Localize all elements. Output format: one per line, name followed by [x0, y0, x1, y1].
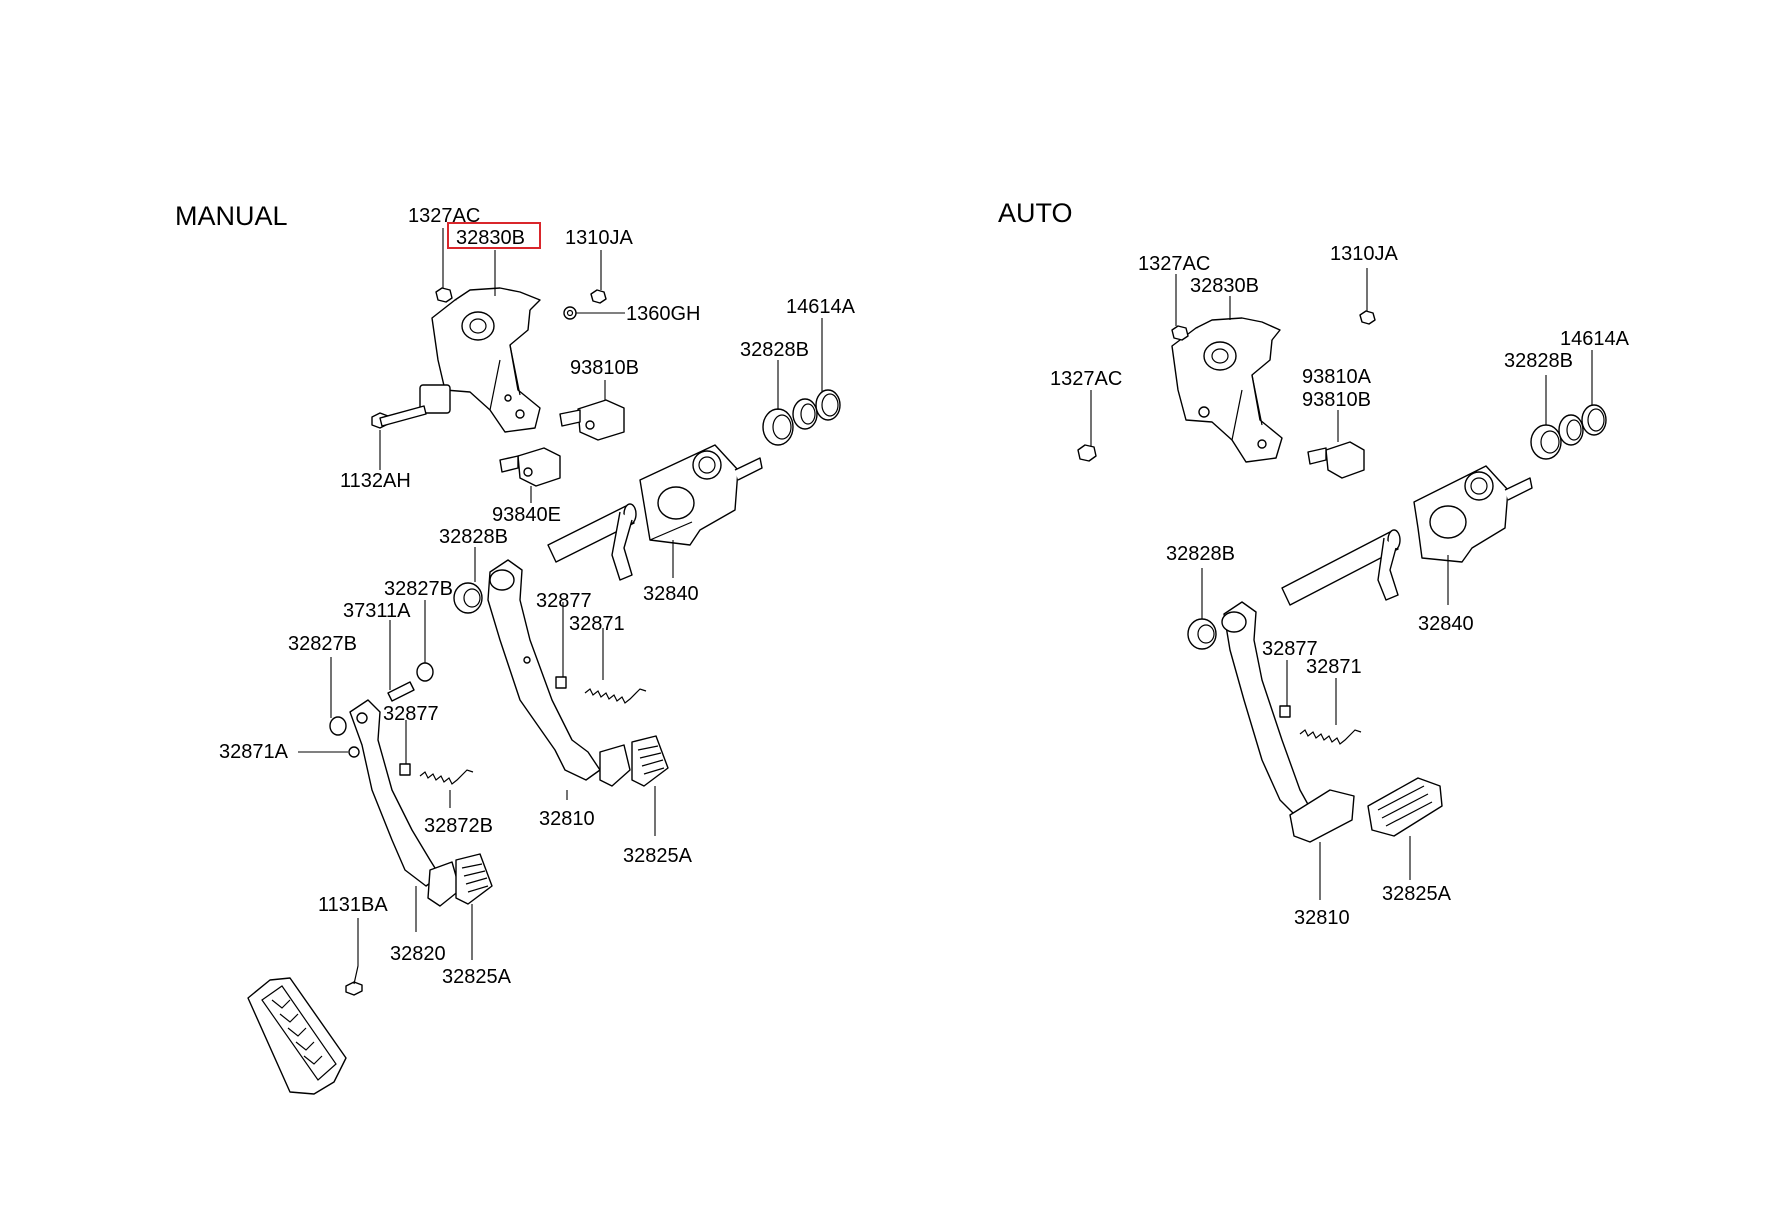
auto-pedal-bracket: [1171, 317, 1283, 463]
manual-ring-14614a: [815, 389, 841, 421]
auto-title: AUTO: [998, 198, 1073, 228]
manual-section: MANUAL: [175, 201, 856, 1095]
manual-bushing-32827b-b: [329, 716, 347, 736]
auto-switch-93810: [1307, 441, 1365, 479]
auto-nut-1327ac-b: [1077, 444, 1097, 462]
label-32830b: 32830B: [1190, 275, 1259, 297]
auto-leader-lines: [1090, 268, 1593, 900]
label-93840e: 93840E: [492, 504, 561, 526]
auto-pin-32877: [1279, 705, 1291, 718]
manual-title: MANUAL: [175, 201, 288, 231]
manual-pedal-arm-32820: [349, 699, 461, 907]
label-32825a-b: 32825A: [442, 966, 512, 988]
manual-screw-1131ba: [345, 965, 363, 996]
label-32827b-b: 32827B: [288, 633, 357, 655]
manual-leader-lines: [298, 228, 823, 966]
manual-bushing-32828b-top: [762, 398, 818, 446]
auto-pedal-pad-32825a: [1367, 777, 1443, 837]
manual-pedal-pad-32825a-a: [631, 735, 669, 787]
auto-bushing-32828b-top: [1530, 414, 1584, 460]
label-1327ac-a: 1327AC: [1138, 253, 1210, 275]
manual-pedal-pad-32825a-b: [455, 853, 493, 905]
auto-pedal-arm-32810: [1221, 601, 1355, 843]
label-32828b-mid: 32828B: [1166, 543, 1235, 565]
auto-labels: 1327AC 32830B 1310JA 14614A 32828B 1327A…: [1050, 243, 1630, 929]
label-1310ja: 1310JA: [565, 227, 633, 249]
manual-accelerator-pad: [247, 977, 347, 1095]
manual-nut-32871a: [348, 746, 360, 758]
label-1327ac-b: 1327AC: [1050, 368, 1122, 390]
manual-bushing-32828b-mid: [453, 582, 483, 614]
label-32810: 32810: [539, 808, 595, 830]
label-32828b-top: 32828B: [740, 339, 809, 361]
label-37311a: 37311A: [343, 600, 411, 622]
auto-bushing-32828b-mid: [1187, 618, 1217, 650]
label-1131ba: 1131BA: [318, 894, 388, 916]
label-32871: 32871: [569, 613, 625, 635]
label-32827b-a: 32827B: [384, 578, 453, 600]
manual-nut-1327ac: [435, 287, 453, 303]
label-32828b-mid: 32828B: [439, 526, 508, 548]
label-32810: 32810: [1294, 907, 1350, 929]
label-32871: 32871: [1306, 656, 1362, 678]
manual-switch-93840e: [499, 447, 561, 487]
label-93810b: 93810B: [1302, 389, 1371, 411]
label-32825a: 32825A: [1382, 883, 1452, 905]
label-93810a: 93810A: [1302, 366, 1372, 388]
manual-bolt-1132ah: [371, 405, 427, 429]
manual-support-32840: [639, 444, 763, 546]
manual-nut-1310ja: [590, 289, 607, 304]
highlight-box: [447, 222, 541, 249]
manual-bushing-32827b-a: [416, 662, 434, 682]
manual-pin-32877-b: [399, 763, 411, 776]
manual-pin-37311a: [387, 681, 415, 702]
manual-spring-32872b: [419, 769, 474, 785]
label-1132ah: 1132AH: [340, 470, 411, 492]
label-32872b: 32872B: [424, 815, 493, 837]
manual-nut-1360gh: [563, 306, 577, 320]
auto-section: AUTO: [998, 198, 1630, 929]
label-93810b: 93810B: [570, 357, 639, 379]
auto-support-32840: [1413, 465, 1533, 563]
label-14614a: 14614A: [786, 296, 856, 318]
label-32820: 32820: [390, 943, 446, 965]
label-32871a: 32871A: [219, 741, 289, 763]
label-32877: 32877: [1262, 638, 1318, 660]
auto-spring-32871: [1299, 729, 1362, 745]
label-14614a: 14614A: [1560, 328, 1630, 350]
label-32877-a: 32877: [536, 590, 592, 612]
manual-pin-32877-a: [555, 676, 567, 689]
auto-pivot-shaft: [1281, 529, 1401, 606]
label-32877-b: 32877: [383, 703, 439, 725]
manual-pedal-bracket: [419, 287, 541, 433]
label-32828b-top: 32828B: [1504, 350, 1573, 372]
auto-nut-1327ac-a: [1171, 325, 1189, 341]
manual-pivot-shaft: [547, 503, 637, 581]
label-32830b: 32830B: [456, 227, 525, 249]
manual-labels: 1327AC 32830B 1310JA 1360GH 14614A 32828…: [219, 205, 856, 988]
manual-spring-32871: [584, 688, 647, 704]
auto-nut-1310ja: [1359, 310, 1376, 325]
label-32825a-a: 32825A: [623, 845, 693, 867]
label-1310ja: 1310JA: [1330, 243, 1398, 265]
label-1327ac: 1327AC: [408, 205, 480, 227]
label-32840: 32840: [643, 583, 699, 605]
label-32840: 32840: [1418, 613, 1474, 635]
manual-pedal-arm-32810: [487, 559, 631, 787]
auto-ring-14614a: [1581, 404, 1607, 436]
label-1360gh: 1360GH: [626, 303, 701, 325]
manual-switch-93810b: [559, 399, 625, 441]
